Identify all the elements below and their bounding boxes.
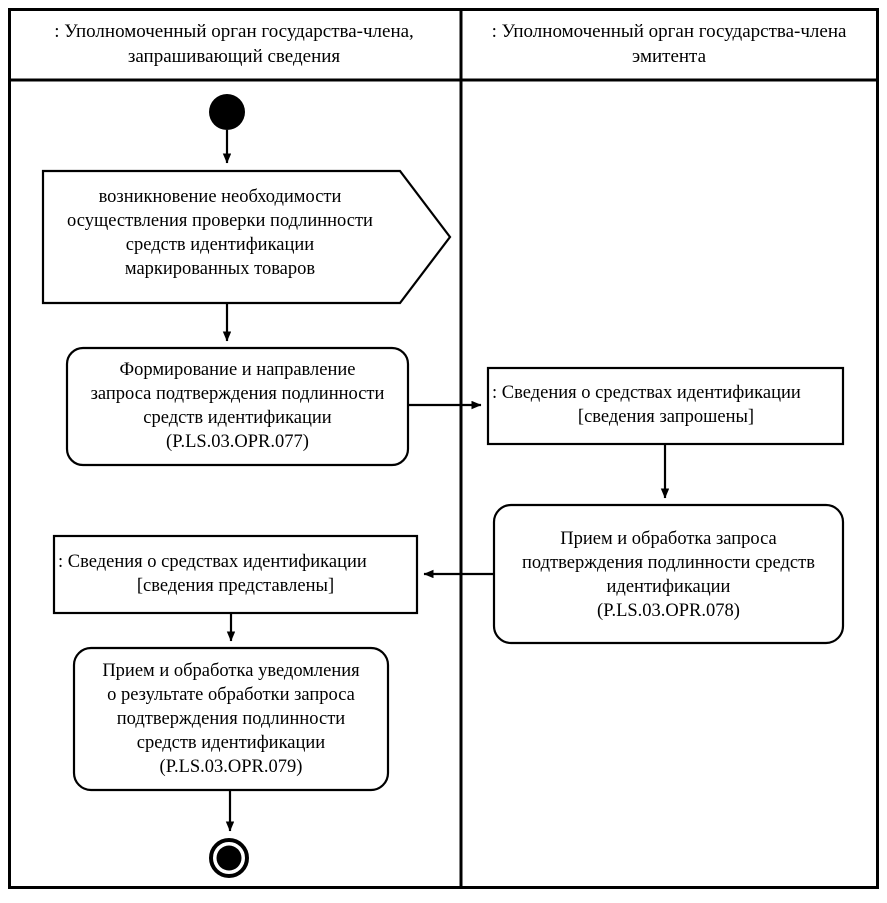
object-node-provided-shape: [52, 534, 419, 615]
activity-078-shape: [492, 503, 845, 645]
lane-title-line-2: эмитента: [631, 46, 707, 67]
diagram-frame: [8, 8, 879, 889]
lane-title-line-2: запрашивающий сведения: [127, 46, 341, 67]
lane-title-line-1: : Уполномоченный орган государства-члена: [491, 21, 847, 42]
start-node: [209, 94, 245, 130]
end-node-core: [216, 845, 242, 871]
lane-title-issuing-authority: : Уполномоченный орган государства-члена…: [466, 19, 872, 69]
end-node-ring: [209, 838, 249, 878]
activity-079-shape: [72, 646, 390, 792]
activity-077-shape: [65, 346, 410, 467]
signal-receipt-shape: [41, 169, 452, 305]
lane-title-requesting-authority: : Уполномоченный орган государства-члена…: [16, 19, 452, 69]
object-node-requested-shape: [486, 366, 845, 446]
lane-title-line-1: : Уполномоченный орган государства-члена…: [54, 21, 414, 42]
